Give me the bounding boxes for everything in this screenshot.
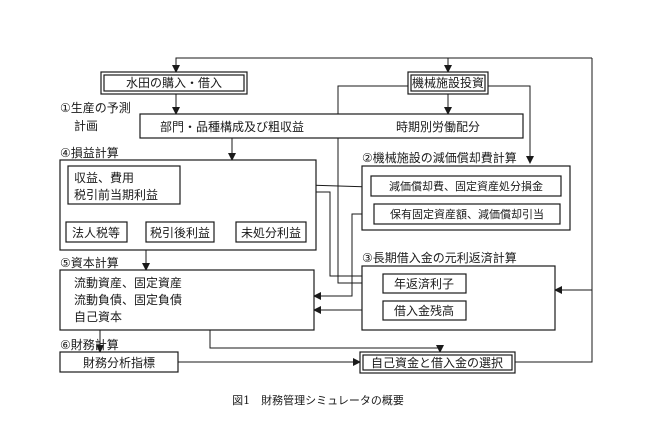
box-selection: 自己資金と借入金の選択 [359, 351, 516, 374]
liabilities-label: 流動負債、固定負債 [74, 292, 182, 307]
box-production: 部門・品種構成及び粗収益 時期別労働配分 [139, 113, 524, 139]
annual-repayment-label: 年返済利子 [394, 276, 454, 291]
connector-machinery-to-depreciation [488, 85, 534, 164]
corporate-tax-label: 法人税等 [72, 226, 120, 240]
production-forecast-label: ①生産の予測 [60, 100, 131, 115]
depreciation-expense-label: 減価償却費、固定資産処分損金 [389, 179, 543, 193]
after-tax-profit-label: 税引後利益 [150, 226, 210, 240]
box-profit: 収益、費用 税引前当期利益 法人税等 税引後利益 未処分利益 [59, 159, 317, 251]
figure-caption: 図1 財務管理シミュレータの概要 [232, 393, 404, 407]
equity-label: 自己資本 [74, 310, 122, 324]
paddy-label: 水田の購入・借入 [126, 76, 222, 90]
machinery-invest-label: 機械施設投資 [412, 75, 484, 90]
loan-calc-label: ③長期借入金の元利返済計算 [362, 250, 517, 265]
profit-calc-label: ④損益計算 [60, 145, 119, 160]
labor-allocation-label: 時期別労働配分 [396, 120, 480, 134]
unappropriated-profit-label: 未処分利益 [241, 226, 301, 240]
box-machinery-invest: 機械施設投資 [407, 71, 489, 95]
financial-calc-label: ⑥財務計算 [60, 337, 119, 352]
financial-indicators-label: 財務分析指標 [83, 355, 155, 370]
selection-label: 自己資金と借入金の選択 [371, 355, 503, 370]
connector-selection-to-loan [515, 286, 593, 363]
box-capital: 流動資産、固定資産 流動負債、固定負債 自己資本 [59, 269, 315, 331]
loan-balance-label: 借入金残高 [394, 303, 454, 318]
box-financial-indicators: 財務分析指標 [59, 351, 179, 373]
connector-capital-to-selection [209, 330, 444, 353]
connector-machinery-to-repayment [337, 85, 408, 287]
capital-calc-label: ⑤資本計算 [60, 255, 119, 270]
box-paddy: 水田の購入・借入 [100, 71, 248, 95]
revenue-cost-label: 収益、費用 [74, 170, 134, 185]
assets-label: 流動資産、固定資産 [74, 275, 182, 290]
connector-loop-to-paddy [172, 57, 592, 73]
fixed-assets-held-label: 保有固定資産額、減価償却引当 [390, 207, 544, 221]
depreciation-calc-label: ②機械施設の減価償却費計算 [362, 150, 517, 165]
box-loan: 年返済利子 借入金残高 [361, 265, 556, 331]
production-plan-label: 計画 [74, 118, 98, 133]
pretax-profit-label: 税引前当期利益 [74, 187, 158, 202]
box-depreciation: 減価償却費、固定資産処分損金 保有固定資産額、減価償却引当 [361, 165, 571, 231]
sections-crops-label: 部門・品種構成及び粗収益 [160, 119, 304, 134]
